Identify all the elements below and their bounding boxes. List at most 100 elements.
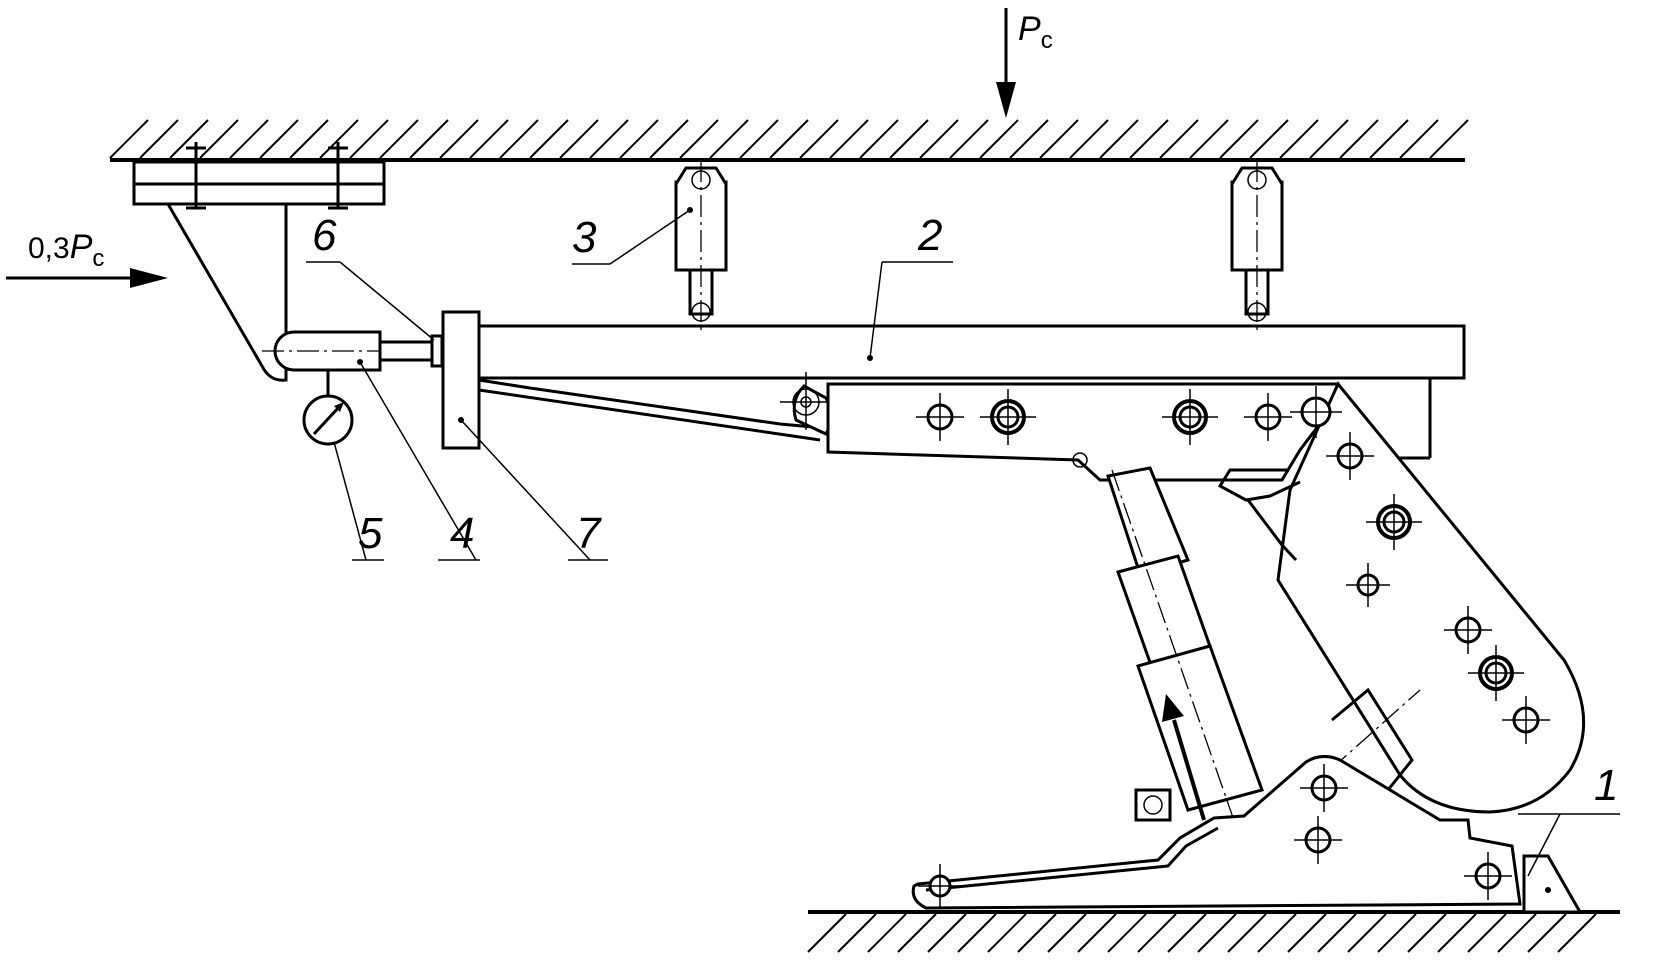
hatch-stroke <box>919 119 959 159</box>
hatch-stroke <box>319 119 359 159</box>
hatch-stroke <box>529 119 569 159</box>
pin-joint <box>1244 393 1292 441</box>
hatch-stroke <box>1159 119 1199 159</box>
end-plate <box>441 310 481 450</box>
pin-joint <box>1294 816 1342 864</box>
hatch-stroke <box>1497 913 1537 953</box>
canopy-beam <box>477 324 1466 460</box>
hatch-stroke <box>709 119 749 159</box>
pin-joint <box>1468 645 1524 701</box>
hatch-stroke <box>829 119 869 159</box>
floor-hatching <box>807 913 1597 953</box>
hatch-stroke <box>1257 913 1297 953</box>
hatch-stroke <box>1339 119 1379 159</box>
callout-3: 3 <box>572 213 597 262</box>
floor-plate <box>807 910 1620 953</box>
pin-joint <box>916 393 964 441</box>
hatch-stroke <box>1429 119 1469 159</box>
hatch-stroke <box>807 913 847 953</box>
hatch-stroke <box>1309 119 1349 159</box>
vertical-prop-left <box>674 160 728 332</box>
hatch-stroke <box>379 119 419 159</box>
pin-joint <box>1290 386 1342 438</box>
hatch-stroke <box>1527 913 1567 953</box>
callout-1: 1 <box>1594 761 1618 810</box>
hatch-stroke <box>1219 119 1259 159</box>
hatch-stroke <box>499 119 539 159</box>
hatch-stroke <box>1399 119 1439 159</box>
hatch-stroke <box>439 119 479 159</box>
hatch-stroke <box>619 119 659 159</box>
vertical-load-arrow <box>996 8 1016 118</box>
pin-joint <box>1502 696 1550 744</box>
hatch-stroke <box>867 913 907 953</box>
hatch-stroke <box>837 913 877 953</box>
hatch-stroke <box>259 119 299 159</box>
hatch-stroke <box>139 119 179 159</box>
hatch-stroke <box>1437 913 1477 953</box>
hatch-stroke <box>469 119 509 159</box>
pin-joint <box>1326 432 1374 480</box>
hatch-stroke <box>1369 119 1409 159</box>
callout-5: 5 <box>358 509 383 558</box>
pin-joint <box>1366 494 1422 550</box>
roof-hatching <box>109 119 1469 159</box>
pin-joint <box>918 864 962 908</box>
hatch-stroke <box>1047 913 1087 953</box>
callout-6: 6 <box>312 211 337 260</box>
hatch-stroke <box>1197 913 1237 953</box>
roof-plate <box>109 119 1469 162</box>
hatch-stroke <box>1137 913 1177 953</box>
hatch-stroke <box>769 119 809 159</box>
callout-4: 4 <box>450 509 474 558</box>
reaction-bracket <box>132 142 386 382</box>
hatch-stroke <box>1557 913 1597 953</box>
hatch-stroke <box>1129 119 1169 159</box>
hatch-stroke <box>649 119 689 159</box>
hatch-stroke <box>589 119 629 159</box>
hatch-stroke <box>1077 913 1117 953</box>
hatch-stroke <box>1017 913 1057 953</box>
hatch-stroke <box>957 913 997 953</box>
hatch-stroke <box>1249 119 1289 159</box>
pin-joint <box>1300 764 1348 812</box>
hatch-stroke <box>1107 913 1147 953</box>
hatch-stroke <box>927 913 967 953</box>
horizontal-load-label: 0,3Pc <box>28 228 104 272</box>
hatch-stroke <box>739 119 779 159</box>
hatch-stroke <box>229 119 269 159</box>
pressure-gauge <box>302 370 354 446</box>
hatch-stroke <box>1189 119 1229 159</box>
vertical-prop-right <box>1230 160 1284 332</box>
hatch-stroke <box>859 119 899 159</box>
hatch-stroke <box>199 119 239 159</box>
hatch-stroke <box>1279 119 1319 159</box>
hatch-stroke <box>169 119 209 159</box>
pin-joint <box>1162 389 1218 445</box>
hatch-stroke <box>799 119 839 159</box>
vertical-load-label: Pc <box>1018 10 1053 54</box>
hatch-stroke <box>109 119 149 159</box>
hatch-stroke <box>289 119 329 159</box>
hatch-stroke <box>897 913 937 953</box>
pin-joint <box>1444 606 1492 654</box>
hatch-stroke <box>1009 119 1049 159</box>
hatch-stroke <box>979 119 1019 159</box>
horizontal-load-arrow <box>6 268 168 288</box>
hatch-stroke <box>679 119 719 159</box>
pin-joint <box>1346 563 1390 607</box>
pin-joint <box>980 389 1036 445</box>
hatch-stroke <box>1039 119 1079 159</box>
hatch-stroke <box>1377 913 1417 953</box>
hatch-stroke <box>889 119 929 159</box>
hatch-stroke <box>1099 119 1139 159</box>
hatch-stroke <box>1227 913 1267 953</box>
hatch-stroke <box>349 119 389 159</box>
hatch-stroke <box>1467 913 1507 953</box>
hatch-stroke <box>1287 913 1327 953</box>
hatch-stroke <box>949 119 989 159</box>
hatch-stroke <box>987 913 1027 953</box>
hatch-stroke <box>1407 913 1447 953</box>
hatch-stroke <box>409 119 449 159</box>
main-leg-cylinder <box>1106 466 1264 833</box>
